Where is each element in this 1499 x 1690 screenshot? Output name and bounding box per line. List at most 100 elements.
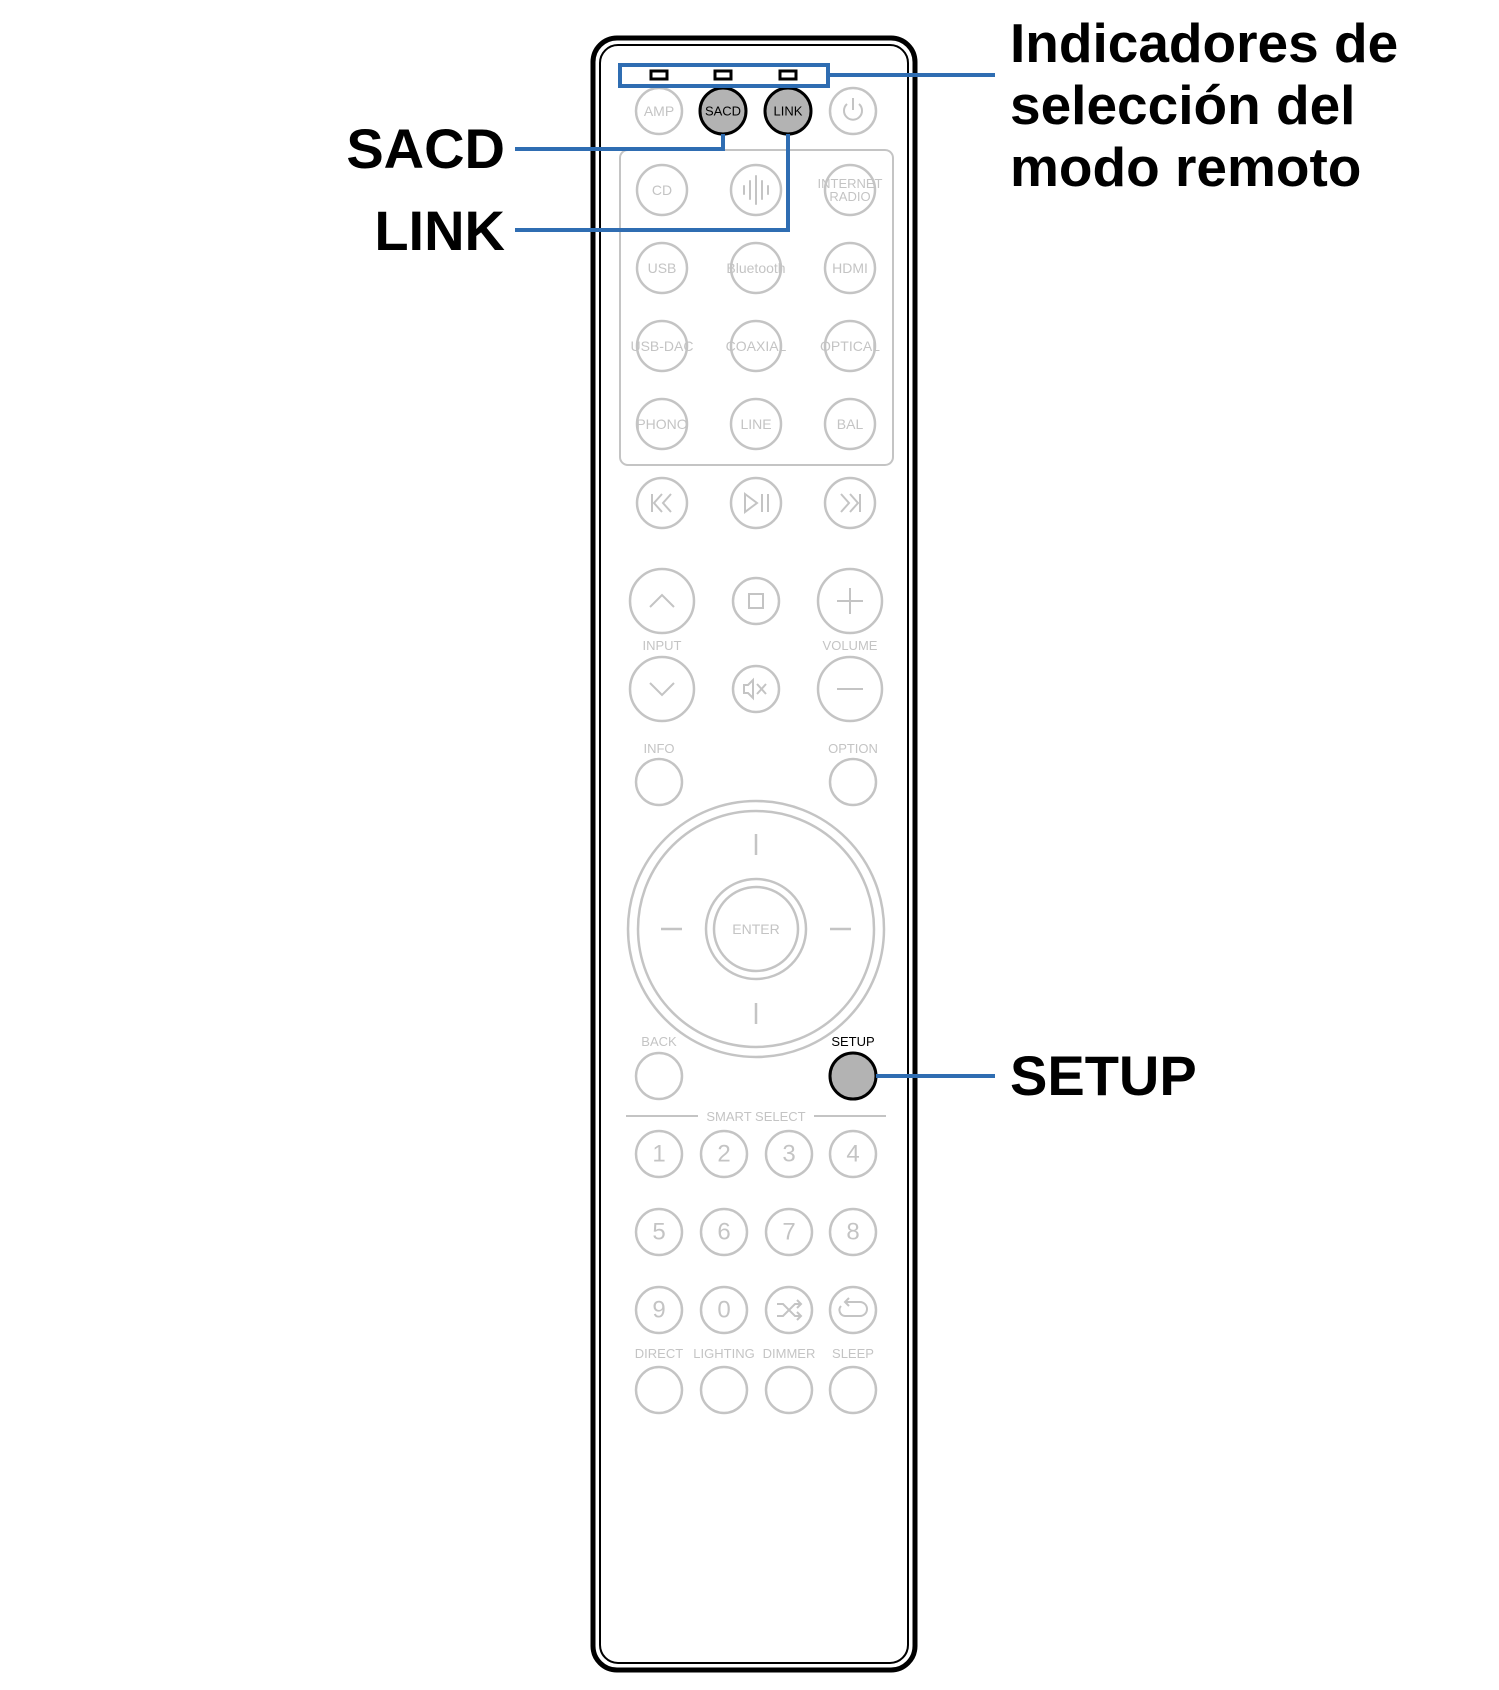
sacd-leader-line xyxy=(515,134,725,151)
sacd-callout: SACD xyxy=(346,117,505,180)
cd-button-label: CD xyxy=(652,182,672,198)
chevron-up-icon xyxy=(649,593,675,608)
info-label: INFO xyxy=(643,741,674,756)
internet-radio-label-line2: RADIO xyxy=(829,189,870,204)
volume-label: VOLUME xyxy=(823,638,878,653)
mute-button[interactable] xyxy=(731,664,781,714)
option-button[interactable] xyxy=(828,757,878,807)
sleep-label: SLEEP xyxy=(832,1346,874,1361)
lighting-button[interactable] xyxy=(699,1365,749,1415)
dimmer-label: DIMMER xyxy=(763,1346,816,1361)
link-button-label: LINK xyxy=(774,104,803,119)
lighting-label: LIGHTING xyxy=(693,1346,754,1361)
usb-dac-button[interactable] xyxy=(635,319,689,373)
number-5-button[interactable] xyxy=(634,1207,684,1257)
bal-button-label: BAL xyxy=(837,416,864,432)
option-label: OPTION xyxy=(828,741,878,756)
number-4-label: 4 xyxy=(846,1141,859,1168)
bluetooth-button-label: Bluetooth xyxy=(726,260,785,276)
number-2-label: 2 xyxy=(717,1141,730,1168)
optical-button-label: OPTICAL xyxy=(820,338,880,354)
number-9-label: 9 xyxy=(652,1297,665,1324)
link-leader-line xyxy=(515,134,790,232)
usb-button[interactable] xyxy=(635,241,689,295)
usb-dac-button-label: USB-DAC xyxy=(630,338,693,354)
enter-button-label: ENTER xyxy=(732,921,779,937)
mode-indicator-link xyxy=(778,69,798,81)
link-callout: LINK xyxy=(374,199,505,262)
input-up-button[interactable] xyxy=(628,567,696,635)
navigation-ring[interactable] xyxy=(636,809,876,1049)
plus-icon xyxy=(837,588,863,614)
stop-button[interactable] xyxy=(731,576,781,626)
number-6-button[interactable] xyxy=(699,1207,749,1257)
number-3-button[interactable] xyxy=(764,1129,814,1179)
phono-button-label: PHONO xyxy=(636,416,687,432)
repeat-button[interactable] xyxy=(828,1285,878,1335)
usb-button-label: USB xyxy=(648,260,677,276)
heos-icon xyxy=(743,175,769,205)
mute-icon xyxy=(743,677,767,701)
source-panel xyxy=(619,149,894,466)
number-2-button[interactable] xyxy=(699,1129,749,1179)
setup-callout: SETUP xyxy=(1010,1044,1197,1107)
bluetooth-button[interactable] xyxy=(729,241,783,295)
number-1-button[interactable] xyxy=(634,1129,684,1179)
phono-button[interactable] xyxy=(635,397,689,451)
bal-button[interactable] xyxy=(823,397,877,451)
setup-button[interactable] xyxy=(828,1051,878,1101)
coaxial-button[interactable] xyxy=(729,319,783,373)
indicators-callout-line1: Indicadores de xyxy=(1010,12,1398,74)
enter-button[interactable] xyxy=(712,885,800,973)
mode-indicator-sacd xyxy=(713,69,733,81)
play-pause-icon xyxy=(744,492,769,514)
number-1-label: 1 xyxy=(652,1141,665,1168)
number-8-label: 8 xyxy=(846,1219,859,1246)
cd-button[interactable] xyxy=(635,163,689,217)
number-6-label: 6 xyxy=(717,1219,730,1246)
stop-icon xyxy=(748,593,764,609)
number-5-label: 5 xyxy=(652,1219,665,1246)
input-down-button[interactable] xyxy=(628,655,696,723)
line-button-label: LINE xyxy=(740,416,771,432)
direct-button[interactable] xyxy=(634,1365,684,1415)
amp-button-label: AMP xyxy=(644,103,674,119)
direct-label: DIRECT xyxy=(635,1346,683,1361)
power-button[interactable] xyxy=(828,86,878,136)
number-0-button[interactable] xyxy=(699,1285,749,1335)
indicators-callout-line2: selección del xyxy=(1010,74,1355,136)
next-icon xyxy=(840,493,861,513)
remote-inner-outline xyxy=(599,44,909,1664)
info-button[interactable] xyxy=(634,757,684,807)
dimmer-button[interactable] xyxy=(764,1365,814,1415)
navigation-ring-outer xyxy=(626,799,886,1059)
mode-indicator-amp xyxy=(649,69,669,81)
optical-button[interactable] xyxy=(823,319,877,373)
back-label: BACK xyxy=(641,1034,677,1049)
number-3-label: 3 xyxy=(782,1141,795,1168)
previous-icon xyxy=(651,493,672,513)
input-label: INPUT xyxy=(643,638,682,653)
repeat-icon xyxy=(838,1297,868,1317)
sacd-button-label: SACD xyxy=(705,104,741,119)
smart-select-label: SMART SELECT xyxy=(706,1109,805,1124)
number-0-label: 0 xyxy=(717,1297,730,1324)
line-button[interactable] xyxy=(729,397,783,451)
number-9-button[interactable] xyxy=(634,1285,684,1335)
back-button[interactable] xyxy=(634,1051,684,1101)
sleep-button[interactable] xyxy=(828,1365,878,1415)
number-8-button[interactable] xyxy=(828,1207,878,1257)
coaxial-button-label: COAXIAL xyxy=(726,338,787,354)
indicators-callout-line3: modo remoto xyxy=(1010,136,1361,198)
hdmi-button[interactable] xyxy=(823,241,877,295)
number-7-label: 7 xyxy=(782,1219,795,1246)
hdmi-button-label: HDMI xyxy=(832,260,868,276)
number-4-button[interactable] xyxy=(828,1129,878,1179)
number-7-button[interactable] xyxy=(764,1207,814,1257)
power-icon xyxy=(843,98,863,121)
shuffle-icon xyxy=(777,1299,803,1321)
internet-radio-label-line1: INTERNET xyxy=(818,176,883,191)
internet-radio-button[interactable] xyxy=(823,163,877,217)
chevron-down-icon xyxy=(649,682,675,697)
